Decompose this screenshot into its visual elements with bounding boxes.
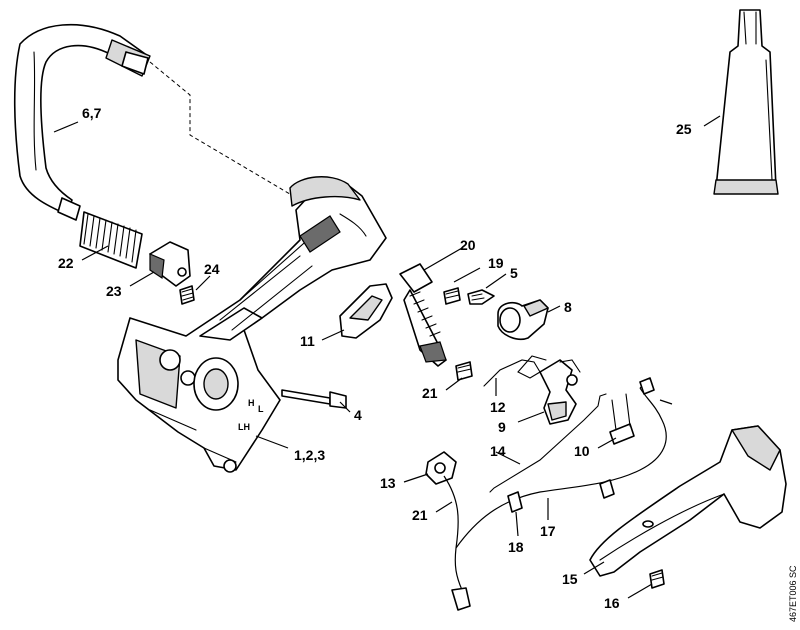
leader-23 bbox=[129, 271, 155, 287]
document-id: 467ET006 SC bbox=[788, 565, 798, 622]
leader-10 bbox=[597, 437, 617, 449]
callout-11: 11 bbox=[300, 333, 315, 349]
part-clip-10 bbox=[609, 393, 635, 445]
leader-5 bbox=[485, 273, 507, 289]
callout-15: 15 bbox=[562, 571, 578, 587]
leader-21b bbox=[435, 501, 453, 513]
leader-4 bbox=[339, 401, 351, 413]
callout-21b: 21 bbox=[412, 507, 428, 523]
callout-24: 24 bbox=[204, 261, 220, 277]
part-long-screw bbox=[281, 389, 347, 409]
leader-6-7 bbox=[53, 121, 79, 133]
leader-20 bbox=[423, 247, 463, 271]
leader-15 bbox=[583, 561, 605, 575]
housing-marking-lh: LH bbox=[238, 422, 250, 432]
callout-19: 19 bbox=[488, 255, 504, 271]
part-screw-16 bbox=[649, 569, 665, 589]
callout-10: 10 bbox=[574, 443, 590, 459]
part-torsion-spring bbox=[483, 355, 547, 387]
callout-20: 20 bbox=[460, 237, 476, 253]
callout-17: 17 bbox=[540, 523, 556, 539]
part-mount-bracket bbox=[149, 241, 191, 287]
part-lever-switch bbox=[497, 299, 549, 341]
callout-18: 18 bbox=[508, 539, 524, 555]
leader-11 bbox=[321, 329, 345, 341]
part-trigger-interlock bbox=[539, 359, 581, 425]
housing-marking-l: L bbox=[258, 404, 264, 414]
leader-21a bbox=[445, 377, 463, 391]
part-screw-19 bbox=[443, 287, 461, 305]
callout-13: 13 bbox=[380, 475, 396, 491]
callout-16: 16 bbox=[604, 595, 620, 611]
part-throttle-lever bbox=[339, 283, 393, 339]
leader-19 bbox=[453, 267, 481, 283]
part-switch bbox=[425, 451, 457, 485]
callout-9: 9 bbox=[498, 419, 506, 435]
leader-16 bbox=[627, 583, 653, 599]
part-handle-housing bbox=[117, 176, 387, 473]
callout-1-2-3: 1,2,3 bbox=[294, 447, 325, 463]
part-handle-cover bbox=[589, 425, 787, 577]
callout-21a: 21 bbox=[422, 385, 438, 401]
part-control-rod bbox=[489, 393, 607, 493]
leader-9 bbox=[517, 411, 545, 423]
part-spring bbox=[79, 211, 143, 269]
part-cable-harness bbox=[443, 377, 673, 611]
callout-14: 14 bbox=[490, 443, 506, 459]
part-screw-21a bbox=[455, 361, 473, 381]
callout-25: 25 bbox=[676, 121, 692, 137]
part-spring-clip bbox=[399, 263, 447, 367]
callout-22: 22 bbox=[58, 255, 74, 271]
part-handlebar bbox=[13, 23, 151, 221]
leader-8 bbox=[547, 305, 561, 313]
leader-14 bbox=[495, 451, 521, 465]
part-screw-24 bbox=[179, 285, 195, 305]
alignment-dashed-line bbox=[149, 61, 301, 201]
leader-18 bbox=[515, 511, 519, 537]
leader-1-2-3 bbox=[255, 435, 289, 449]
callout-23: 23 bbox=[106, 283, 122, 299]
leader-24 bbox=[195, 275, 211, 291]
leader-13 bbox=[403, 473, 429, 483]
part-cable-clip-18 bbox=[507, 479, 615, 513]
callout-12: 12 bbox=[490, 399, 506, 415]
part-screw-5 bbox=[467, 289, 495, 305]
part-grease-tube bbox=[713, 9, 779, 195]
callout-4: 4 bbox=[354, 407, 362, 423]
callout-5: 5 bbox=[510, 265, 518, 281]
callout-6-7: 6,7 bbox=[82, 105, 102, 121]
housing-marking-h: H bbox=[248, 398, 255, 408]
callout-8: 8 bbox=[564, 299, 572, 315]
leader-25 bbox=[703, 115, 721, 127]
